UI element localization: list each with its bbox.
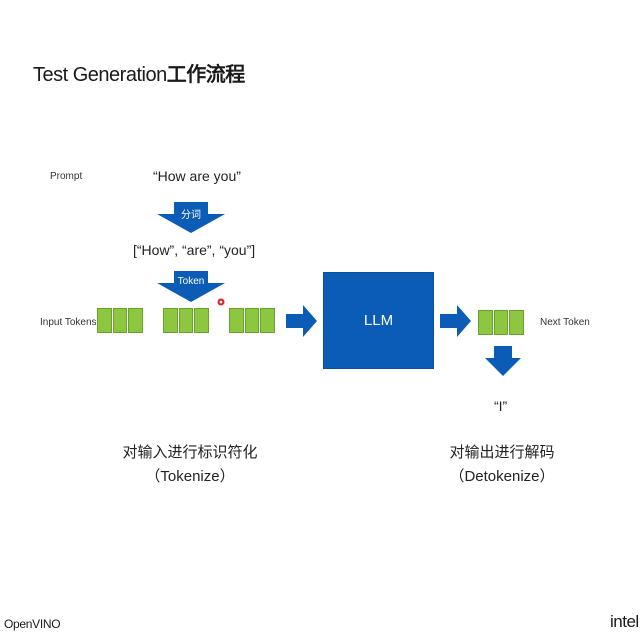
openvino-logo: OpenVINO <box>4 617 61 631</box>
right-arrow-icon <box>440 305 471 337</box>
prompt-text: “How are you” <box>153 168 241 184</box>
cursor-dot-icon <box>217 298 225 306</box>
token-cell <box>194 308 209 333</box>
caption-detokenize: 对输出进行解码 （Detokenize） <box>432 441 572 489</box>
token-down-arrow-icon <box>157 271 225 302</box>
llm-label: LLM <box>363 312 394 329</box>
token-arrow-label: Token <box>177 276 205 287</box>
title-cn: 工作流程 <box>166 62 246 86</box>
caption-detokenize-line2: （Detokenize） <box>449 468 555 485</box>
llm-box: LLM <box>323 272 434 369</box>
caption-tokenize-line1: 对输入进行标识符化 <box>122 444 258 461</box>
input-tokens-label: Input Tokens <box>40 317 97 328</box>
caption-detokenize-line1: 对输出进行解码 <box>449 444 555 461</box>
tokenize-arrow-label: 分词 <box>181 210 201 221</box>
token-cell <box>244 308 259 333</box>
token-cell <box>163 308 178 333</box>
right-arrow-icon <box>286 305 317 337</box>
page-title: Test Generation工作流程 <box>33 58 245 87</box>
next-token-group <box>478 310 524 335</box>
token-cell <box>478 310 493 335</box>
token-cell <box>128 308 143 333</box>
output-text: “I” <box>494 398 508 414</box>
token-cell <box>229 308 244 333</box>
token-cell <box>493 310 508 335</box>
token-cell <box>509 310 524 335</box>
intel-logo: intel. <box>610 612 640 631</box>
caption-tokenize-line2: （Tokenize） <box>145 468 235 485</box>
input-token-group <box>97 308 143 333</box>
token-cell <box>260 308 275 333</box>
next-token-label: Next Token <box>540 317 590 328</box>
input-token-group <box>163 308 209 333</box>
caption-tokenize: 对输入进行标识符化 （Tokenize） <box>100 441 280 489</box>
token-cell <box>97 308 112 333</box>
prompt-label: Prompt <box>50 171 83 182</box>
token-cell <box>112 308 127 333</box>
token-cell <box>178 308 193 333</box>
tokenize-down-arrow-icon <box>157 202 225 233</box>
title-en: Test Generation <box>33 64 167 86</box>
input-token-group <box>229 308 275 333</box>
down-arrow-icon <box>485 346 521 376</box>
tokens-list-text: [“How”, “are”, “you”] <box>133 242 256 258</box>
